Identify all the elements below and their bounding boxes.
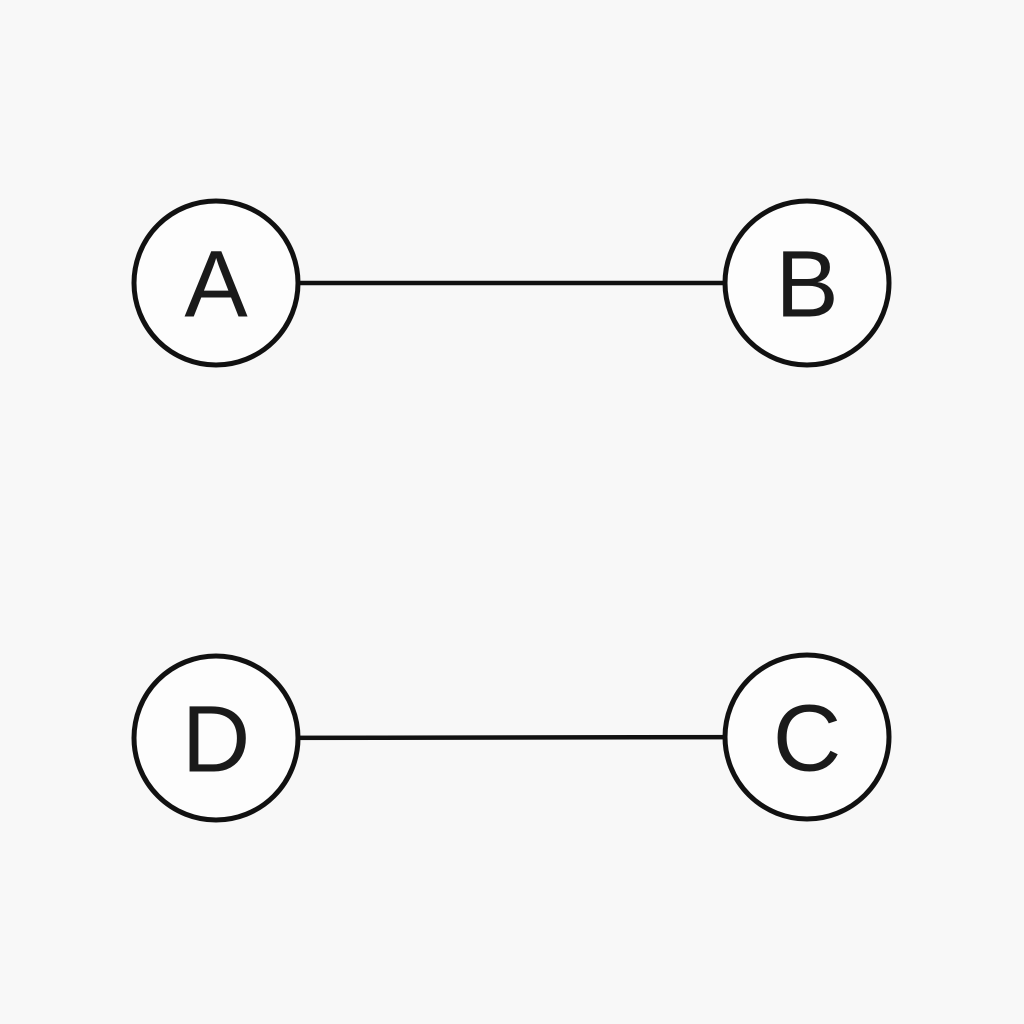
node-label-B: B [775,232,838,338]
node-label-A: A [184,232,248,338]
node-circle-C [722,652,892,822]
node-label-C: C [773,686,842,792]
node-A: A [131,198,301,368]
node-circle-A [131,198,301,368]
node-D: D [131,653,301,823]
node-B: B [722,198,892,368]
node-circle-B [722,198,892,368]
node-C: C [722,652,892,822]
node-label-D: D [182,687,251,793]
node-circle-D [131,653,301,823]
edge-D-C [215,734,808,741]
